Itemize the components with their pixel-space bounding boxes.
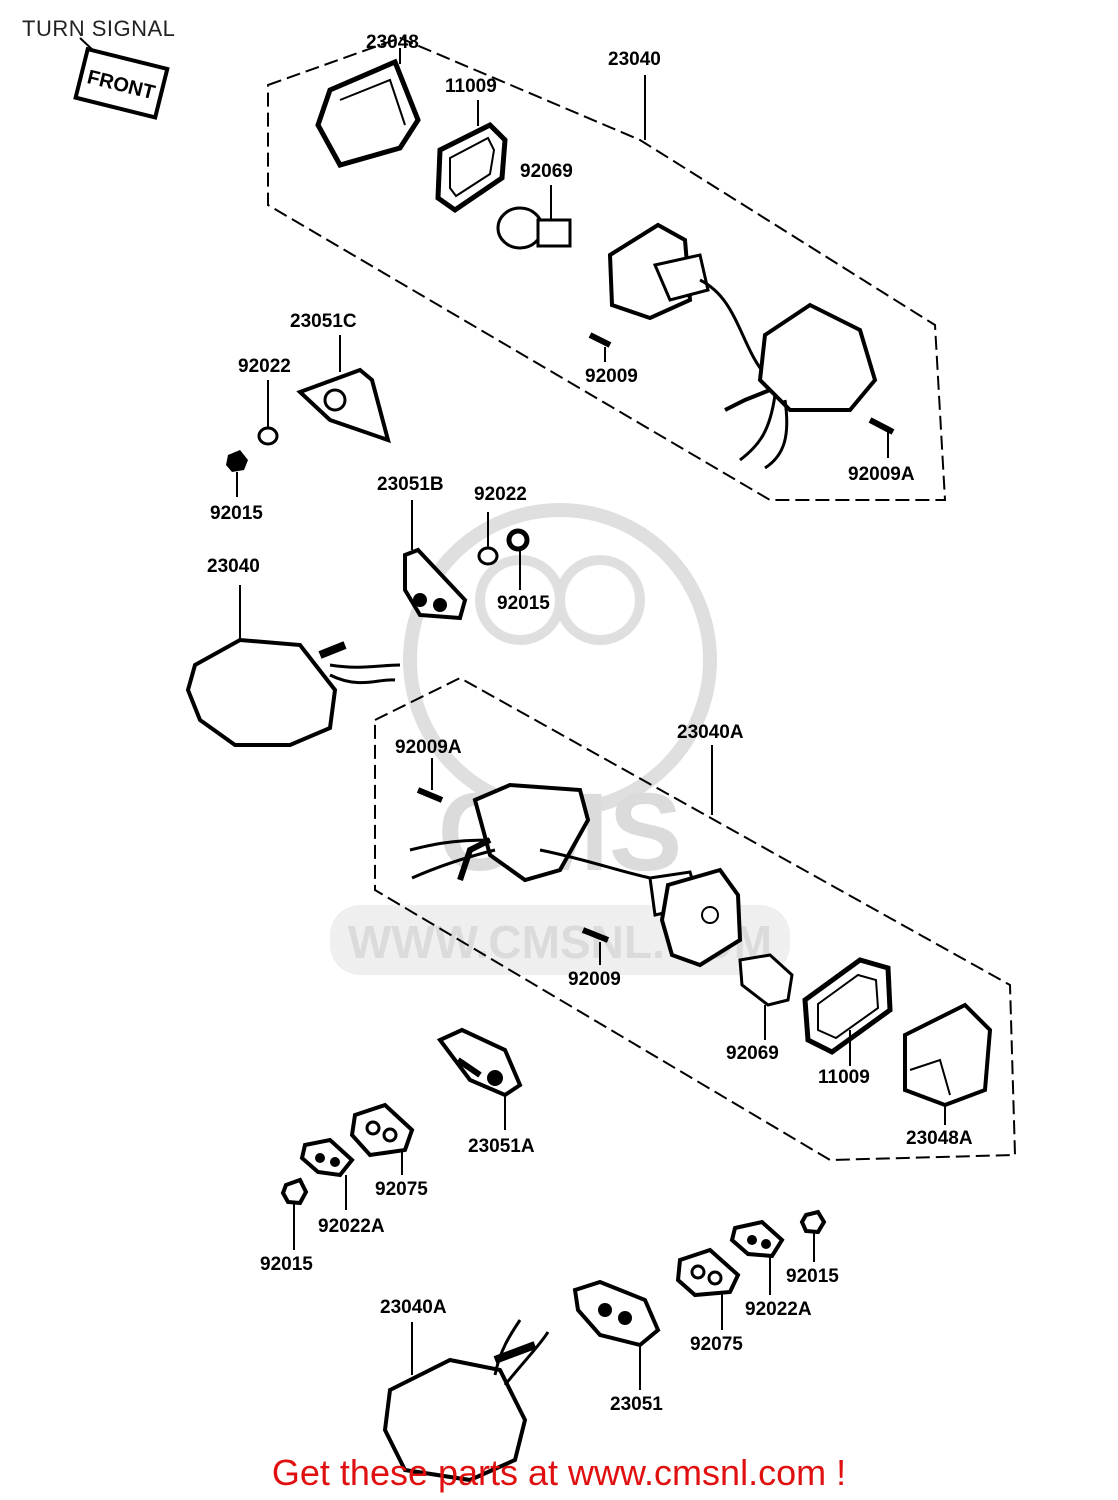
gasket-11009-top — [435, 100, 508, 214]
label-23051C: 23051C — [290, 311, 357, 332]
nut-92015-low-right — [799, 1209, 827, 1262]
washer-92022-left — [257, 380, 279, 446]
footer-link-text[interactable]: Get these parts at www.cmsnl.com ! — [271, 1452, 847, 1493]
bulb-92069-mid — [738, 953, 794, 1040]
label-92022A-left: 92022A — [318, 1216, 385, 1237]
washer-92022A-right — [729, 1219, 785, 1295]
label-23040-top: 23040 — [608, 49, 661, 70]
label-11009-top: 11009 — [445, 76, 497, 97]
label-92009A-mid: 92009A — [395, 737, 462, 758]
label-92069-top: 92069 — [520, 161, 573, 182]
label-23040A-box: 23040A — [677, 722, 744, 743]
page-title: TURN SIGNAL — [22, 16, 176, 41]
label-92009-mid: 92009 — [568, 969, 621, 990]
screw-92009A-mid — [416, 758, 444, 803]
signal-body-23040A-box — [409, 745, 713, 883]
bracket-23051B — [403, 500, 468, 621]
label-92069-mid: 92069 — [726, 1043, 779, 1064]
lens-23048-top — [315, 48, 421, 168]
spacer-92075-right — [675, 1247, 741, 1330]
signal-body-23040-top — [644, 75, 878, 470]
label-92075-left: 92075 — [375, 1179, 428, 1200]
nut-92015-low-left — [280, 1177, 309, 1250]
label-92009A-top: 92009A — [848, 464, 915, 485]
screw-92009A-top — [868, 417, 895, 458]
label-92022-left: 92022 — [238, 356, 291, 377]
washer-92022-mid — [477, 512, 499, 566]
gasket-11009-mid — [802, 957, 893, 1066]
socket-housing-lower — [648, 867, 743, 968]
label-23048-top: 23048 — [366, 32, 419, 53]
label-92009-top: 92009 — [585, 366, 638, 387]
upper-assembly-box — [267, 36, 947, 501]
label-11009-mid: 11009 — [818, 1067, 870, 1088]
label-92075-right: 92075 — [690, 1334, 743, 1355]
label-23040-left: 23040 — [207, 556, 260, 577]
label-23051: 23051 — [610, 1394, 663, 1415]
spacer-92075-left — [349, 1102, 415, 1175]
nut-92015-left — [226, 450, 248, 497]
label-23051B: 23051B — [377, 474, 444, 495]
label-92015-left: 92015 — [210, 503, 263, 524]
label-92022-mid: 92022 — [474, 484, 527, 505]
bracket-23051C — [296, 335, 391, 444]
label-23051A: 23051A — [468, 1136, 535, 1157]
socket-housing-top — [607, 222, 772, 382]
label-92015-mid: 92015 — [497, 593, 550, 614]
label-23040A-bottom: 23040A — [380, 1297, 447, 1318]
label-92022A-right: 92022A — [745, 1299, 812, 1320]
signal-body-23040-left — [185, 585, 401, 747]
label-23048A: 23048A — [906, 1128, 973, 1149]
screw-92009-mid — [581, 927, 610, 965]
washer-92022A-left — [299, 1137, 355, 1210]
bulb-92069-top — [496, 185, 572, 250]
lower-assembly-box — [374, 676, 1017, 1162]
label-92015-low-right: 92015 — [786, 1266, 839, 1287]
signal-body-23040A-bottom — [382, 1319, 550, 1483]
front-badge: FRONT — [73, 46, 170, 120]
screw-92009-top — [588, 332, 612, 362]
label-92015-low-left: 92015 — [260, 1254, 313, 1275]
bracket-23051 — [572, 1279, 661, 1390]
nut-92015-mid — [506, 528, 530, 590]
lens-23048A — [903, 1002, 993, 1125]
bracket-23051A — [436, 1027, 523, 1130]
